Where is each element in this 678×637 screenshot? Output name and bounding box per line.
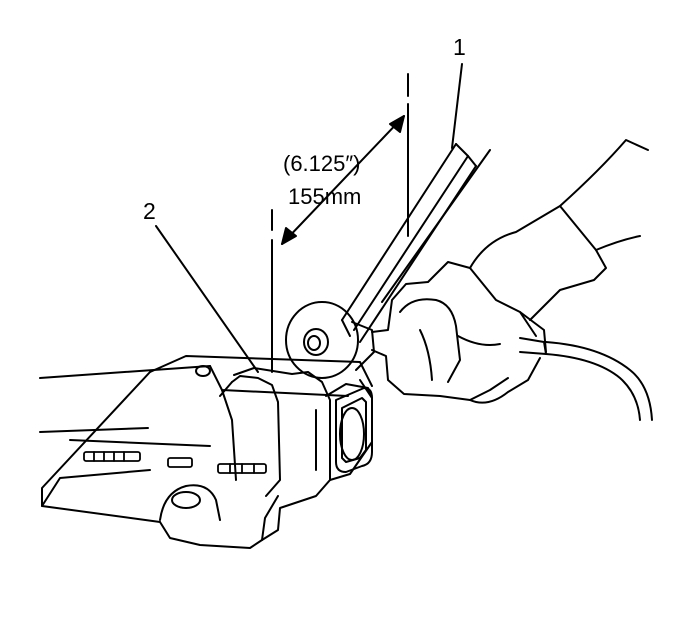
dimension-imperial-label: (6.125″) [283,151,361,176]
frame-rail [39,355,373,549]
dimension-metric-label: 155mm [288,184,362,209]
callout-1-label: 1 [453,34,466,60]
upper-rail [341,143,491,343]
callout-2-label: 2 [143,198,156,224]
rail-bracket [219,367,373,541]
cut-off-wheel [285,301,375,379]
rail-slots [83,451,267,474]
dimension-marks [271,73,409,373]
gloved-hand [371,139,649,404]
leader-lines [155,63,463,373]
access-hole [335,387,373,473]
air-hose [519,337,653,421]
